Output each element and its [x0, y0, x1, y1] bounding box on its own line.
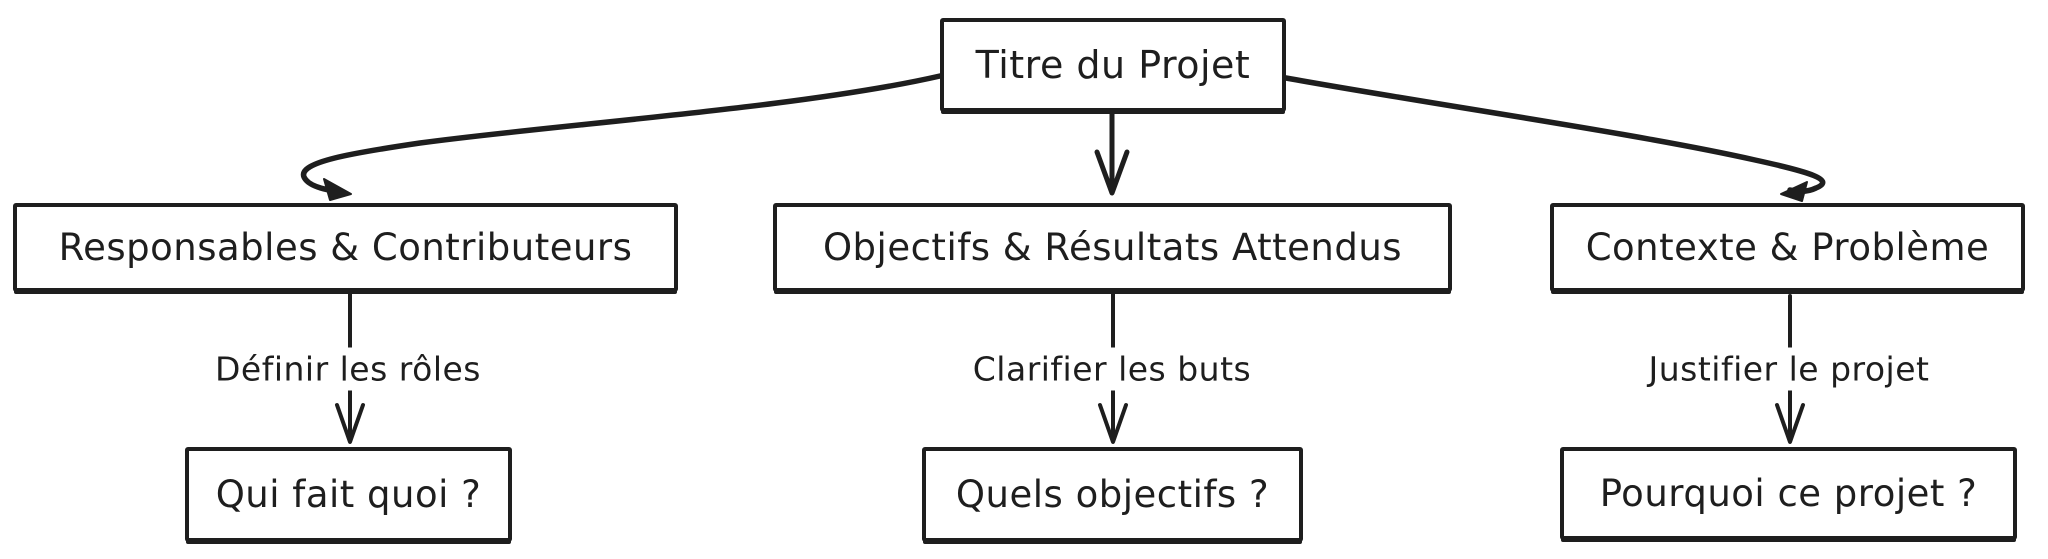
node-project-title: Titre du Projet	[940, 18, 1286, 112]
arrowhead-objectifs	[1094, 149, 1130, 196]
arrowhead-qui-fait-quoi	[335, 403, 365, 444]
arrowhead-contexte	[1780, 181, 1808, 202]
node-qui-fait-quoi: Qui fait quoi ?	[185, 447, 512, 542]
node-pourquoi-ce-projet: Pourquoi ce projet ?	[1560, 447, 2017, 540]
node-objectifs-resultats: Objectifs & Résultats Attendus	[773, 203, 1452, 292]
arrowhead-quels-objectifs	[1098, 403, 1128, 444]
edge-root-to-responsables	[300, 73, 943, 195]
arrowhead-responsables	[323, 178, 352, 201]
edge-label-clarifier-les-buts: Clarifier les buts	[962, 347, 1262, 391]
arrowhead-pourquoi	[1775, 403, 1805, 444]
node-quels-objectifs: Quels objectifs ?	[922, 447, 1303, 542]
edge-label-definir-les-roles: Définir les rôles	[205, 347, 491, 391]
edge-label-justifier-le-projet: Justifier le projet	[1638, 347, 1940, 391]
node-contexte-probleme: Contexte & Problème	[1550, 203, 2025, 292]
edge-root-to-contexte	[1283, 75, 1826, 195]
node-responsables-contributeurs: Responsables & Contributeurs	[13, 203, 678, 292]
